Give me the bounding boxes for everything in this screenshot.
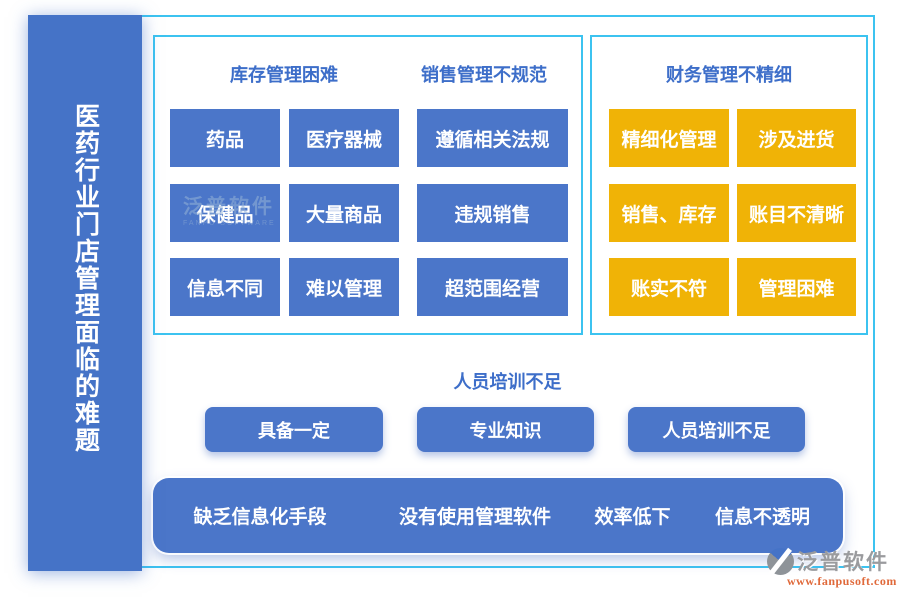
bottom-bar-item-no-informatization: 缺乏信息化手段	[193, 507, 327, 528]
inventory-node-health-products: 保健品	[170, 184, 280, 242]
fanpu-logo: 泛普软件 www.fanpusoft.com	[765, 546, 897, 598]
logo-brand-text: 泛普软件	[797, 551, 889, 574]
finance-panel: 财务管理不精细 精细化管理 销售、库存 账实不符 涉及进货 账目不清晰 管理困难	[590, 35, 868, 335]
title-banner: 医药行业门店管理面临的难题	[28, 15, 142, 571]
finance-header: 财务管理不精细	[666, 65, 792, 85]
finance-node-purchasing: 涉及进货	[737, 109, 856, 167]
inventory-node-drugs: 药品	[170, 109, 280, 167]
finance-node-refined-mgmt: 精细化管理	[609, 109, 729, 167]
inventory-node-many-goods: 大量商品	[289, 184, 399, 242]
finance-node-account-mismatch: 账实不符	[609, 258, 729, 316]
inventory-node-medical-devices: 医疗器械	[289, 109, 399, 167]
inventory-header: 库存管理困难	[230, 65, 338, 85]
sales-node-regulations: 遵循相关法规	[417, 109, 568, 167]
inventory-node-info-differs: 信息不同	[170, 258, 280, 316]
inventory-node-hard-to-manage: 难以管理	[289, 258, 399, 316]
finance-node-mgmt-difficulty: 管理困难	[737, 258, 856, 316]
finance-node-sales-inventory: 销售、库存	[609, 184, 729, 242]
inventory-sales-panel: 库存管理困难 销售管理不规范 药品 保健品 信息不同 医疗器械 大量商品 难以管…	[153, 35, 583, 335]
sales-node-out-of-scope: 超范围经营	[417, 258, 568, 316]
sales-header: 销售管理不规范	[421, 65, 547, 85]
bottom-bar-item-no-software: 没有使用管理软件	[398, 507, 551, 528]
finance-node-unclear-accounts: 账目不清晰	[737, 184, 856, 242]
logo-website-text: www.fanpusoft.com	[787, 574, 897, 588]
sales-node-illegal-sales: 违规销售	[417, 184, 568, 242]
bottom-bar-item-low-efficiency: 效率低下	[594, 507, 671, 528]
training-header: 人员培训不足	[453, 372, 562, 392]
training-node-possess-certain: 具备一定	[205, 407, 383, 452]
fanpu-logo-icon	[767, 548, 794, 575]
training-node-professional-knowledge: 专业知识	[417, 407, 594, 452]
bottom-bar: 缺乏信息化手段 没有使用管理软件 效率低下 信息不透明	[153, 478, 843, 553]
page-title: 医药行业门店管理面临的难题	[71, 102, 100, 454]
training-node-insufficient-training: 人员培训不足	[628, 407, 805, 452]
bottom-bar-item-opaque-info: 信息不透明	[714, 507, 810, 528]
